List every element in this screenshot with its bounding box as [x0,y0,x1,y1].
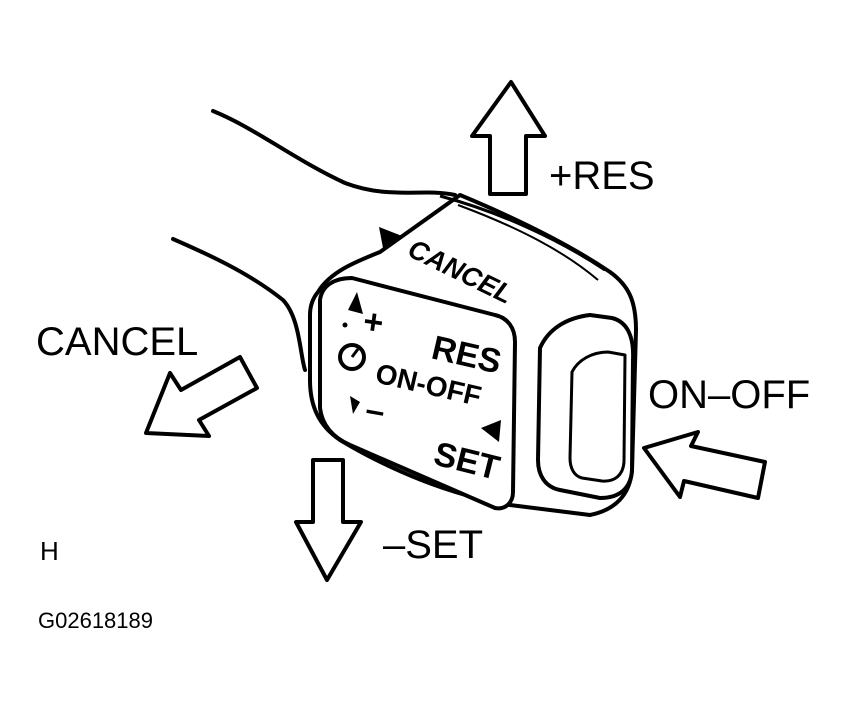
res-plus-label: +RES [549,154,655,198]
res-up-arrow-icon [470,80,547,196]
stalk-lower-line [171,237,307,372]
on-off-push-arrow-icon [642,430,767,500]
speedometer-icon [338,322,366,371]
on-off-side-label: ON–OFF [648,373,811,417]
cancel-pull-arrow-icon [144,355,259,438]
set-left-triangle-icon [481,420,501,442]
minus-down-triangle-icon [350,396,360,414]
cancel-triangle-icon [379,227,402,248]
stalk-upper-line [211,109,457,197]
switch-face-panel [318,276,517,511]
on-off-button-inner [568,350,627,483]
switch-top-edge-inner [457,204,599,281]
plus-up-triangle-icon [348,292,363,314]
set-down-arrow-icon [294,458,363,582]
cancel-side-label: CANCEL [36,320,199,364]
panel-h-label: H [40,536,59,566]
figure-code-label: G02618189 [38,608,153,633]
set-minus-label: –SET [383,523,484,567]
switch-top-edge [439,194,606,272]
